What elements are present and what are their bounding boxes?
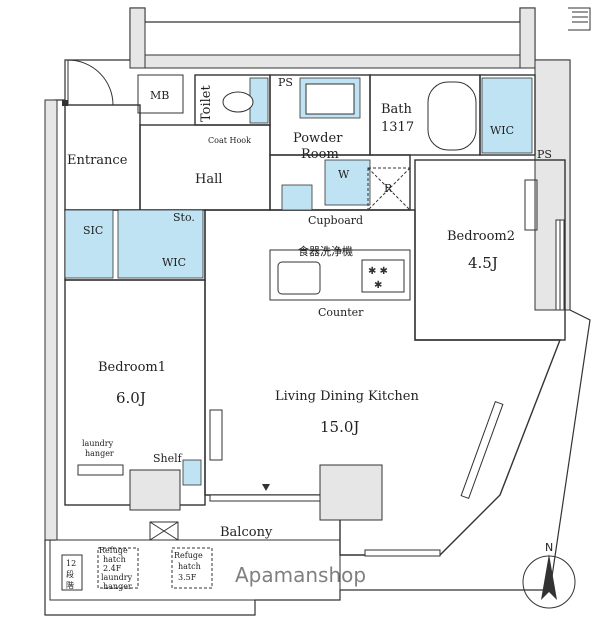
ps2-label: PS xyxy=(537,148,552,161)
ldk-label: Living Dining Kitchen xyxy=(275,389,419,404)
washer-label: W xyxy=(338,168,350,181)
stove-icon: ✱ ✱ ✱ xyxy=(361,259,405,293)
balcony-label: Balcony xyxy=(220,525,273,540)
dishwasher-label: 食器洗浄機 xyxy=(298,244,353,258)
compass-icon: N xyxy=(522,541,576,609)
counter-label: Counter xyxy=(318,306,364,319)
tv-panel xyxy=(209,409,223,461)
entrance-label: Entrance xyxy=(67,153,128,168)
bath-label: Bath xyxy=(381,102,413,117)
wic1-label: WIC xyxy=(162,256,186,269)
laundry-hanger-icon xyxy=(77,464,124,476)
bedroom1-label: Bedroom1 xyxy=(98,360,166,375)
entrance-door xyxy=(62,59,114,106)
refuge1-label-1: Refuge xyxy=(99,546,128,555)
sink-icon xyxy=(305,83,355,115)
windows xyxy=(209,219,565,557)
storage-label: Sto. xyxy=(173,211,195,224)
svg-text:✱: ✱ xyxy=(374,280,382,291)
bedroom2-panel xyxy=(524,179,538,231)
kitchen-counter xyxy=(269,249,411,301)
bathtub-icon xyxy=(427,81,477,151)
mb-label: MB xyxy=(150,89,169,102)
refuge3-label-2: 段 xyxy=(66,569,74,579)
toilet-icon xyxy=(222,91,254,113)
mb-box xyxy=(137,74,184,114)
fridge-label: R xyxy=(384,182,393,195)
cupboard-label: Cupboard xyxy=(308,214,363,227)
coat-hook-label: Coat Hook xyxy=(208,136,251,145)
balcony-outline xyxy=(49,464,383,601)
ldk-size: 15.0J xyxy=(320,418,359,436)
watermark-text: Apamanshop xyxy=(235,563,366,587)
refuge2-label-2: hatch xyxy=(178,562,201,571)
toilet-label: Toilet xyxy=(199,85,214,122)
hall-label: Hall xyxy=(195,172,222,187)
balcony-arrow-icon xyxy=(262,484,270,491)
powder-room-label-1: Powder xyxy=(293,131,343,146)
laundry-hanger-label-2: hanger xyxy=(85,449,114,458)
refuge1-label-2: hatch xyxy=(103,555,126,564)
compass-north-label: N xyxy=(545,541,553,554)
kitchen-sink-icon xyxy=(277,261,321,295)
refuge1-label-4: laundry xyxy=(101,573,133,582)
refuge3-label-3: 階 xyxy=(66,580,74,590)
refuge2-label-1: Refuge xyxy=(174,551,203,560)
refuge2-label-3: 3.5F xyxy=(178,573,197,582)
bedroom1-size: 6.0J xyxy=(116,389,146,407)
wic2-label: WIC xyxy=(490,124,514,137)
ps1-label: PS xyxy=(278,76,293,89)
bedroom2-label: Bedroom2 xyxy=(447,229,515,244)
shelf-label: Shelf xyxy=(153,452,183,465)
refuge1-label-5: hanger xyxy=(103,582,132,591)
refuge3-label-1: 12 xyxy=(66,559,76,568)
laundry-hanger-label-1: laundry xyxy=(82,439,114,448)
refuge1-label-3: 2.4F xyxy=(103,564,122,573)
svg-text:✱ ✱: ✱ ✱ xyxy=(368,266,388,277)
bedroom2-size: 4.5J xyxy=(468,254,498,272)
sic-label: SIC xyxy=(83,224,103,237)
fridge-space xyxy=(367,167,411,211)
powder-room-label-2: Room xyxy=(301,147,339,162)
bath-size: 1317 xyxy=(381,120,414,135)
